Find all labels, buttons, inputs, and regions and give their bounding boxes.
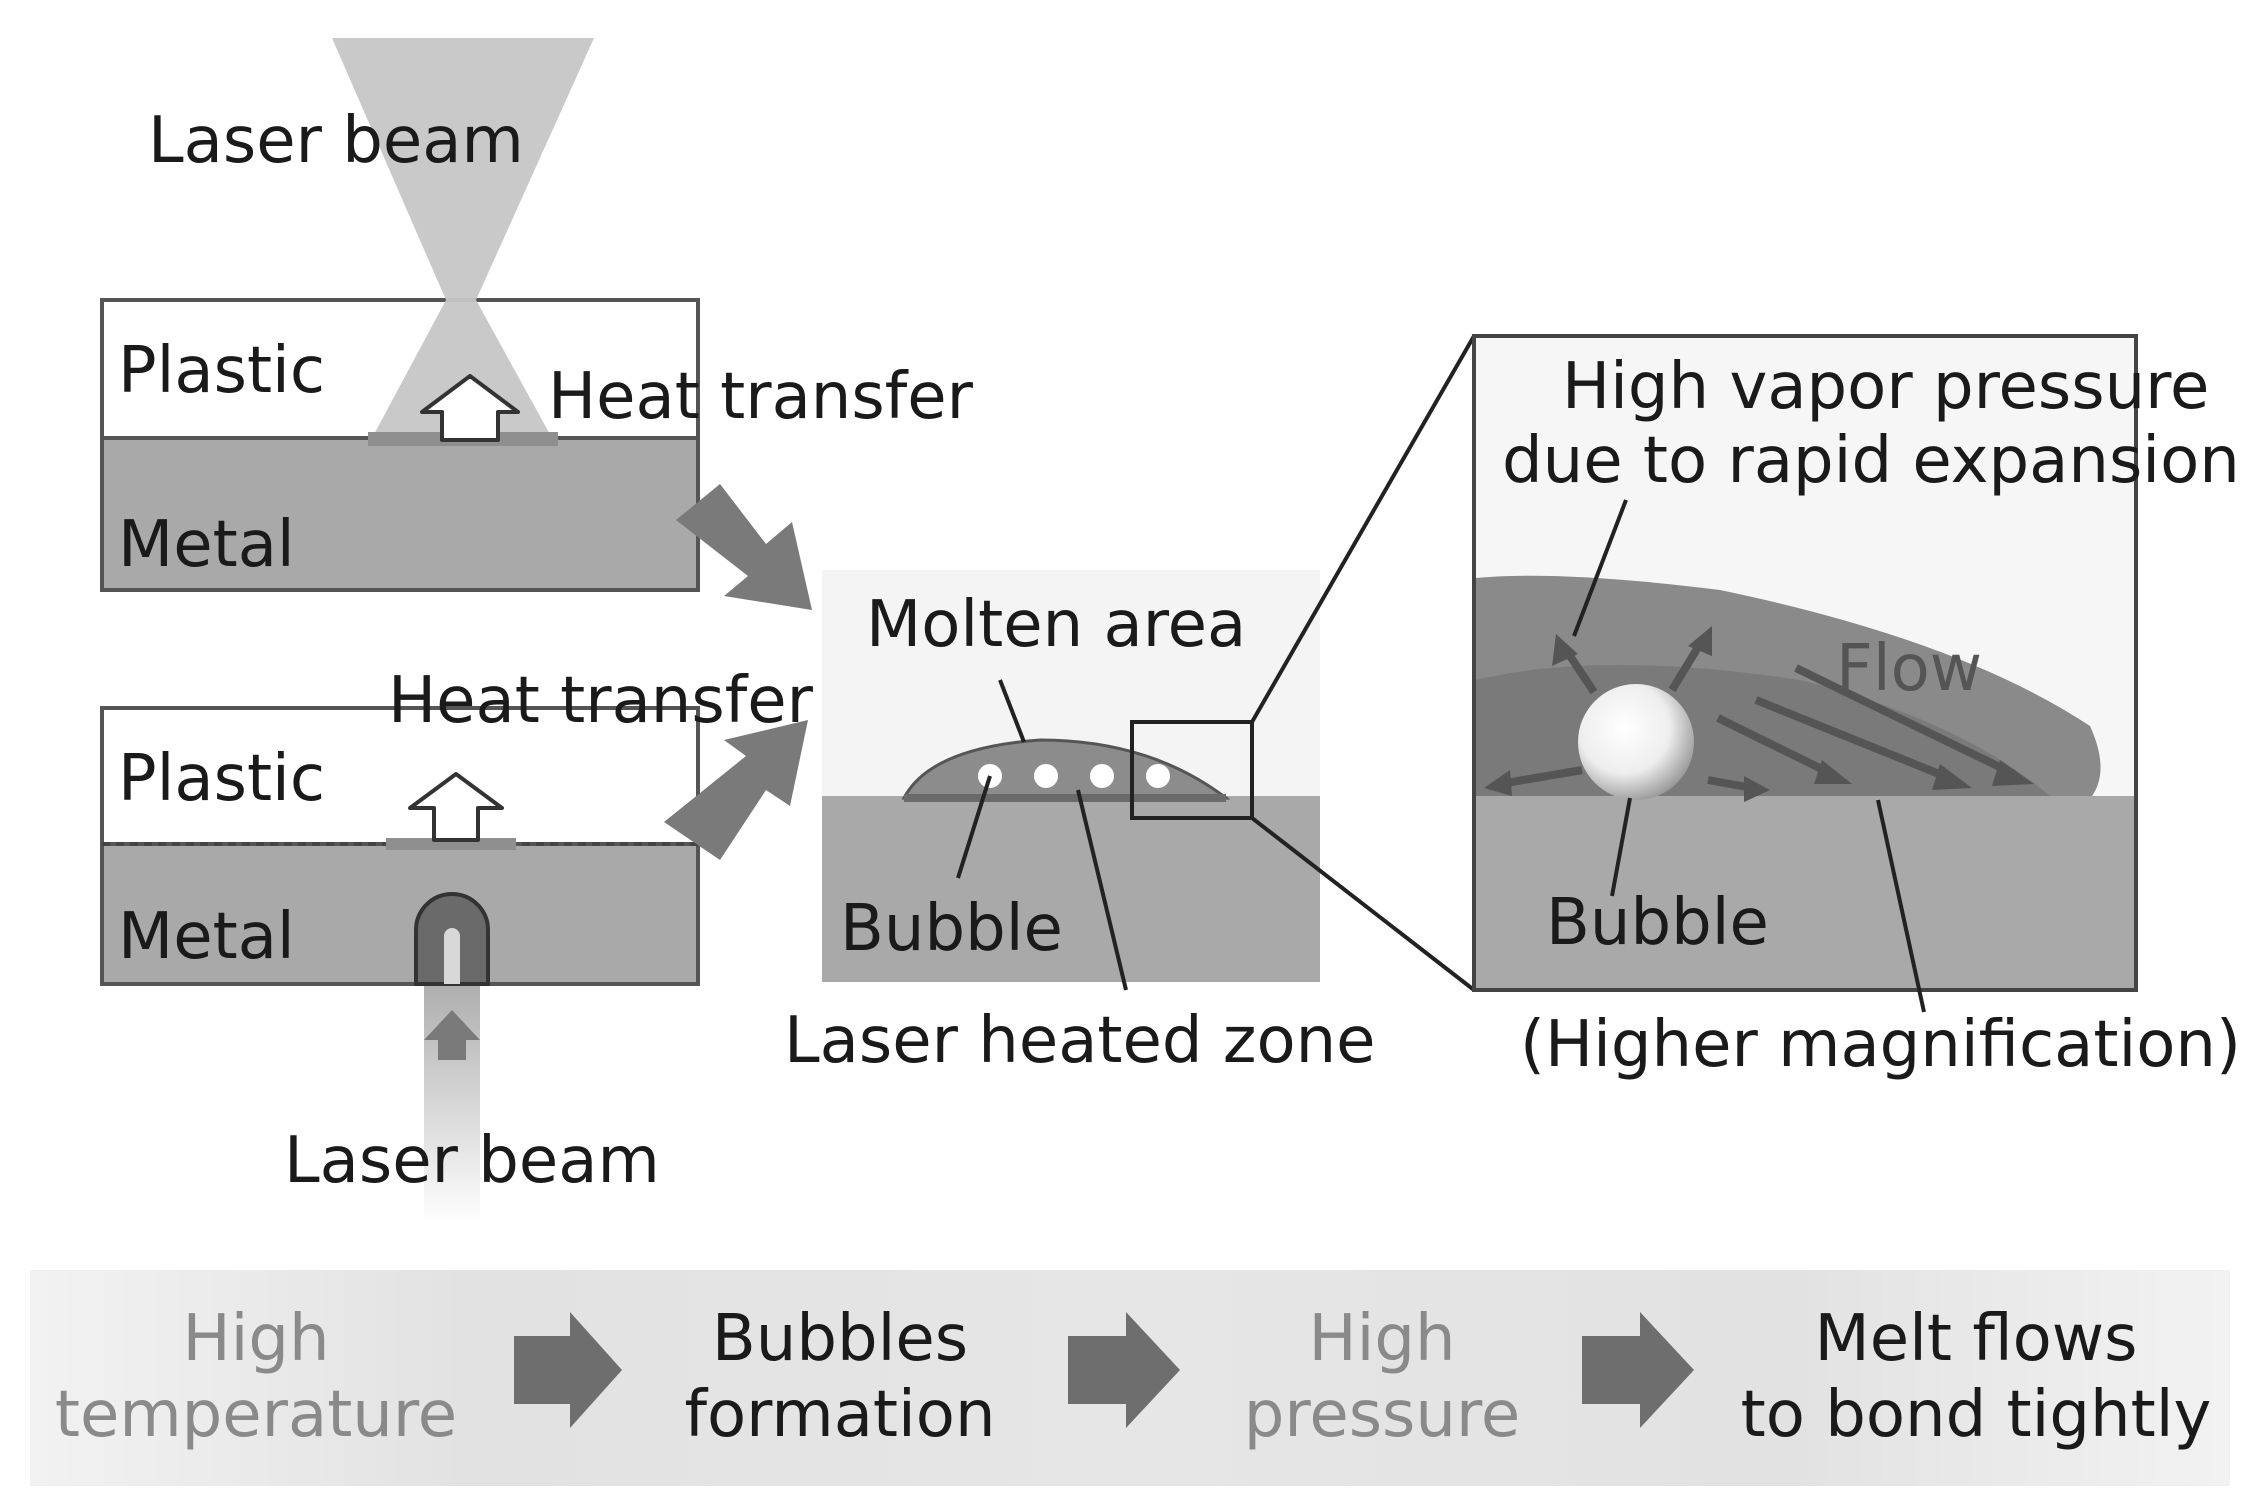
zoom-flow-arrow-left — [1499, 766, 1583, 788]
zoom-pressure-arrowhead-left-icon — [1552, 634, 1578, 666]
bottom-panel: Plastic Metal Heat transfer Laser beam — [100, 664, 814, 1224]
zoom-flow-arrowhead-2-icon — [1932, 764, 1972, 790]
zoom-metal-block — [1476, 796, 2134, 988]
zoom-flow-arrowhead-3-icon — [1992, 760, 2034, 786]
zoom-flow-arrowhead-left-icon — [1484, 770, 1512, 796]
zoom-caption: (Higher magnification) — [1520, 1008, 2241, 1082]
step-4-line1: Melt flows — [1815, 1302, 2138, 1376]
center-zone-label: Laser heated zone — [784, 1004, 1376, 1078]
center-panel: Molten area Bubble Laser heated zone — [784, 570, 1376, 1078]
zoom-bubble-label: Bubble — [1546, 886, 1769, 960]
step-2-line2: formation — [684, 1378, 995, 1452]
zoom-panel: High vapor pressure due to rapid expansi… — [1472, 334, 2240, 1013]
bottom-heat-arrow-icon — [408, 772, 504, 842]
center-metal-block — [822, 796, 1320, 982]
bottom-heat-label: Heat transfer — [388, 664, 814, 738]
zoom-pressure-arrowhead-right-icon — [1688, 626, 1712, 656]
zoom-flow-label: Flow — [1836, 632, 1982, 706]
top-metal-label: Metal — [118, 508, 295, 582]
top-laser-beam — [332, 38, 594, 438]
center-bubble-2 — [1034, 764, 1058, 788]
center-bubble-4 — [1146, 764, 1170, 788]
center-bubble-3 — [1090, 764, 1114, 788]
zoom-caption-leader-line — [1876, 799, 1926, 1013]
bottom-plastic-label: Plastic — [118, 742, 325, 816]
step-3-line1: High — [1308, 1302, 1455, 1376]
step-4-line2: to bond tightly — [1741, 1378, 2212, 1452]
zoom-flow-arrow-2 — [1754, 696, 1956, 784]
zoom-pressure-label-line2: due to rapid expansion — [1502, 424, 2240, 498]
step-1-line1: High — [182, 1302, 329, 1376]
top-panel: Laser beam Plastic Metal Heat transfer — [100, 38, 974, 592]
zoom-flow-arrowhead-1-icon — [1814, 760, 1852, 784]
center-molten-label: Molten area — [866, 588, 1246, 662]
center-zoom-window — [1130, 720, 1254, 820]
zoom-pressure-leader-line — [1572, 499, 1628, 637]
top-metal-layer — [100, 436, 700, 592]
zoom-flow-arrowhead-right-icon — [1744, 776, 1770, 802]
step-3-line2: pressure — [1244, 1378, 1520, 1452]
top-heat-arrow-icon — [420, 374, 520, 442]
step-2-line1: Bubbles — [712, 1302, 968, 1376]
zone-leader-line — [1076, 789, 1128, 991]
zoom-flow-arrow-1 — [1716, 714, 1838, 780]
process-flow-band: High temperature Bubbles formation High … — [30, 1270, 2230, 1486]
arrow-bottom-to-center-icon — [664, 720, 808, 860]
step-arrow-1-icon — [514, 1312, 622, 1428]
zoom-pressure-label-line1: High vapor pressure — [1562, 350, 2209, 424]
bottom-laser-arrow-icon — [424, 1010, 480, 1060]
bottom-metal-label: Metal — [118, 900, 295, 974]
step-arrow-2-icon — [1068, 1312, 1180, 1428]
zoom-bubble-leader-line — [1610, 797, 1632, 897]
zoom-connector-bottom — [1250, 816, 1476, 992]
step-arrow-3-icon — [1582, 1312, 1694, 1428]
bottom-laser-label: Laser beam — [284, 1124, 660, 1198]
bottom-heated-spot — [386, 838, 516, 850]
top-laser-label: Laser beam — [148, 104, 524, 178]
step-1-line2: temperature — [55, 1378, 457, 1452]
bottom-keyhole-inner — [444, 928, 460, 984]
arrow-top-to-center-icon — [676, 484, 812, 610]
zoom-pressure-arrow-right — [1668, 641, 1704, 693]
zoom-connector-top — [1250, 335, 1476, 723]
molten-leader-line — [998, 679, 1026, 743]
zoom-flow-arrow-3 — [1794, 664, 2016, 778]
top-plastic-label: Plastic — [118, 334, 325, 408]
center-bubble-label: Bubble — [840, 892, 1063, 966]
center-heated-zone — [904, 794, 1226, 802]
top-heat-label: Heat transfer — [548, 360, 974, 434]
zoom-bubble — [1578, 684, 1694, 800]
bubble-leader-line — [956, 775, 992, 879]
